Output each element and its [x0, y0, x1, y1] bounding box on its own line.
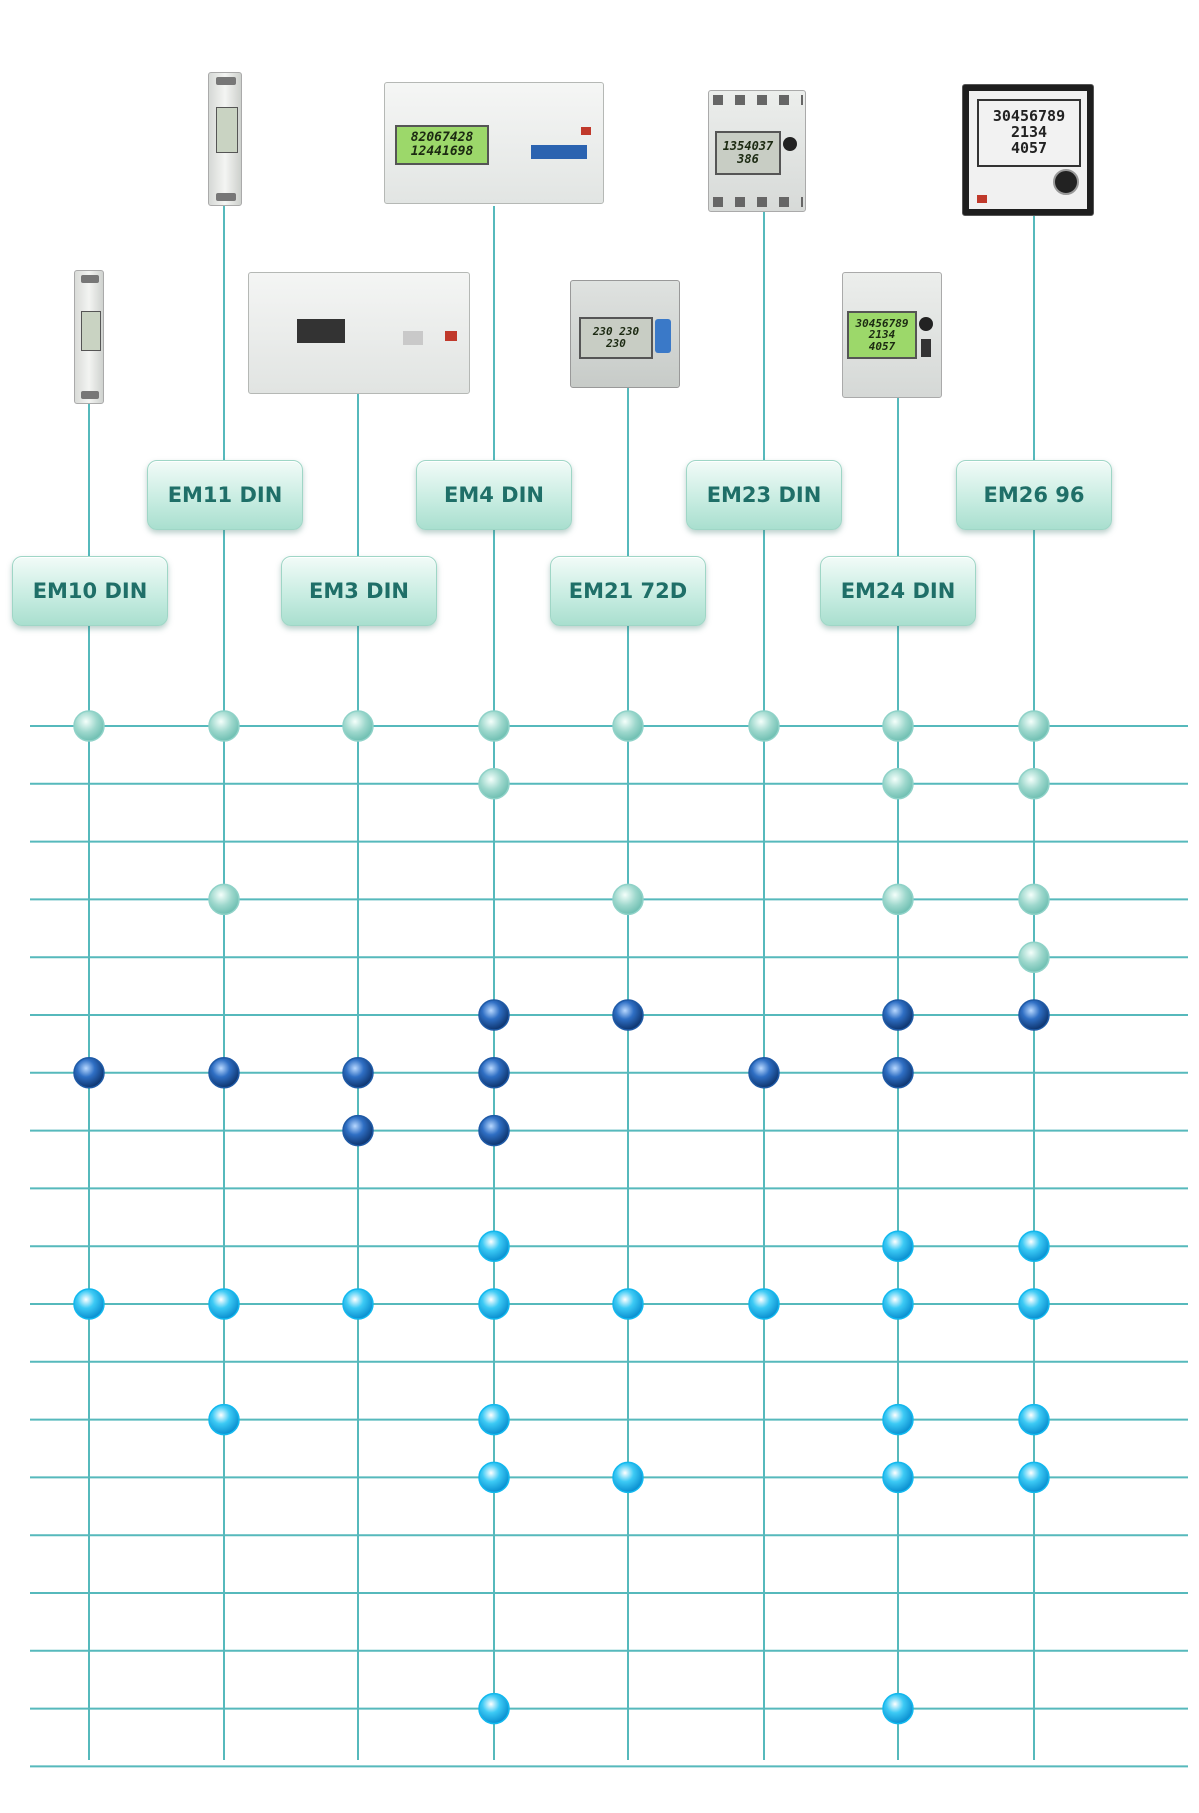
matrix-dot-cyan	[1018, 1461, 1050, 1494]
em24-din-meter-image: 30456789 2134 4057	[842, 272, 942, 398]
matrix-dot-teal	[1018, 941, 1050, 973]
matrix-dot-teal	[1018, 710, 1050, 742]
matrix-dot-cyan	[73, 1288, 105, 1320]
em24-display-line2: 2134	[868, 328, 896, 342]
em23-display-line1: 1354037	[722, 139, 774, 154]
em24-display: 30456789 2134 4057	[847, 311, 917, 359]
matrix-dot-cyan	[478, 1288, 510, 1320]
matrix-dot-navy	[612, 999, 644, 1031]
matrix-row-lines	[30, 725, 1188, 1768]
matrix-dot-cyan	[882, 1403, 914, 1436]
label-em10-din: EM10 DIN	[12, 556, 168, 626]
matrix-dot-navy	[342, 1114, 374, 1147]
em24-display-line3: 4057	[868, 339, 896, 353]
matrix-dot-teal	[882, 768, 914, 800]
matrix-dot-teal	[73, 710, 105, 742]
em23-display-line2: 386	[737, 152, 759, 166]
em26-display-line2: 2134	[1010, 123, 1048, 142]
label-em23-din: EM23 DIN	[686, 460, 842, 530]
matrix-dot-cyan	[478, 1692, 510, 1725]
matrix-dot-teal	[1018, 883, 1050, 916]
matrix-dot-cyan	[882, 1461, 914, 1494]
matrix-dot-cyan	[478, 1461, 510, 1494]
em11-din-meter-image	[208, 72, 242, 206]
em21-display-line2: 230	[606, 337, 626, 350]
matrix-dot-cyan	[208, 1288, 240, 1320]
matrix-dot-cyan	[1018, 1230, 1050, 1262]
matrix-dot-navy	[748, 1057, 780, 1089]
em23-display: 1354037 386	[715, 131, 781, 175]
em3-din-meter-image	[248, 272, 470, 394]
matrix-dot-navy	[478, 999, 510, 1031]
matrix-dot-cyan	[748, 1288, 780, 1320]
em21-display: 230 230 230	[579, 317, 653, 359]
matrix-dot-cyan	[882, 1230, 914, 1262]
matrix-dot-cyan	[478, 1403, 510, 1436]
matrix-dot-cyan	[882, 1692, 914, 1725]
em26-96-meter-image: 30456789 2134 4057	[962, 84, 1094, 216]
label-em24-din: EM24 DIN	[820, 556, 976, 626]
label-em26-96: EM26 96	[956, 460, 1112, 530]
em26-display-line1: 30456789	[992, 107, 1066, 126]
matrix-dot-cyan	[1018, 1403, 1050, 1436]
em4-display-line1: 82067428	[410, 130, 474, 146]
matrix-dot-teal	[342, 710, 374, 742]
matrix-dot-cyan	[882, 1288, 914, 1320]
em24-display-line1: 30456789	[855, 316, 909, 330]
em4-display-line2: 12441698	[410, 144, 474, 159]
em10-din-meter-image	[74, 270, 104, 404]
em21-72d-meter-image: 230 230 230	[570, 280, 680, 388]
matrix-dot-cyan	[342, 1288, 374, 1320]
matrix-dot-navy	[882, 999, 914, 1031]
matrix-dots	[73, 710, 1050, 1725]
em26-display: 30456789 2134 4057	[977, 99, 1081, 167]
matrix-dot-cyan	[612, 1461, 644, 1494]
matrix-dot-navy	[478, 1057, 510, 1089]
label-em3-din: EM3 DIN	[281, 556, 437, 626]
label-em4-din: EM4 DIN	[416, 460, 572, 530]
label-em21-72d: EM21 72D	[550, 556, 706, 626]
em23-din-meter-image: 1354037 386	[708, 90, 806, 212]
matrix-dot-cyan	[1018, 1288, 1050, 1320]
matrix-dot-navy	[882, 1057, 914, 1089]
matrix-dot-teal	[478, 710, 510, 742]
em21-display-line1: 230 230	[592, 325, 640, 339]
matrix-dot-navy	[1018, 999, 1050, 1031]
matrix-column-lines	[88, 206, 1035, 1760]
em4-din-meter-image: 82067428 12441698	[384, 82, 604, 204]
matrix-dot-teal	[748, 710, 780, 742]
matrix-dot-cyan	[208, 1403, 240, 1436]
matrix-dot-cyan	[478, 1230, 510, 1262]
em4-display: 82067428 12441698	[395, 125, 489, 165]
matrix-dot-cyan	[612, 1288, 644, 1320]
matrix-dot-navy	[208, 1057, 240, 1089]
matrix-dot-teal	[208, 710, 240, 742]
label-em11-din: EM11 DIN	[147, 460, 303, 530]
em26-display-line3: 4057	[1010, 138, 1048, 157]
matrix-dot-teal	[208, 883, 240, 916]
matrix-dot-teal	[478, 768, 510, 800]
matrix-dot-navy	[73, 1057, 105, 1089]
matrix-dot-teal	[882, 710, 914, 742]
matrix-dot-teal	[612, 710, 644, 742]
matrix-dot-teal	[882, 883, 914, 916]
matrix-dot-navy	[342, 1057, 374, 1089]
matrix-dot-teal	[612, 883, 644, 916]
matrix-dot-navy	[478, 1114, 510, 1147]
matrix-dot-teal	[1018, 768, 1050, 800]
